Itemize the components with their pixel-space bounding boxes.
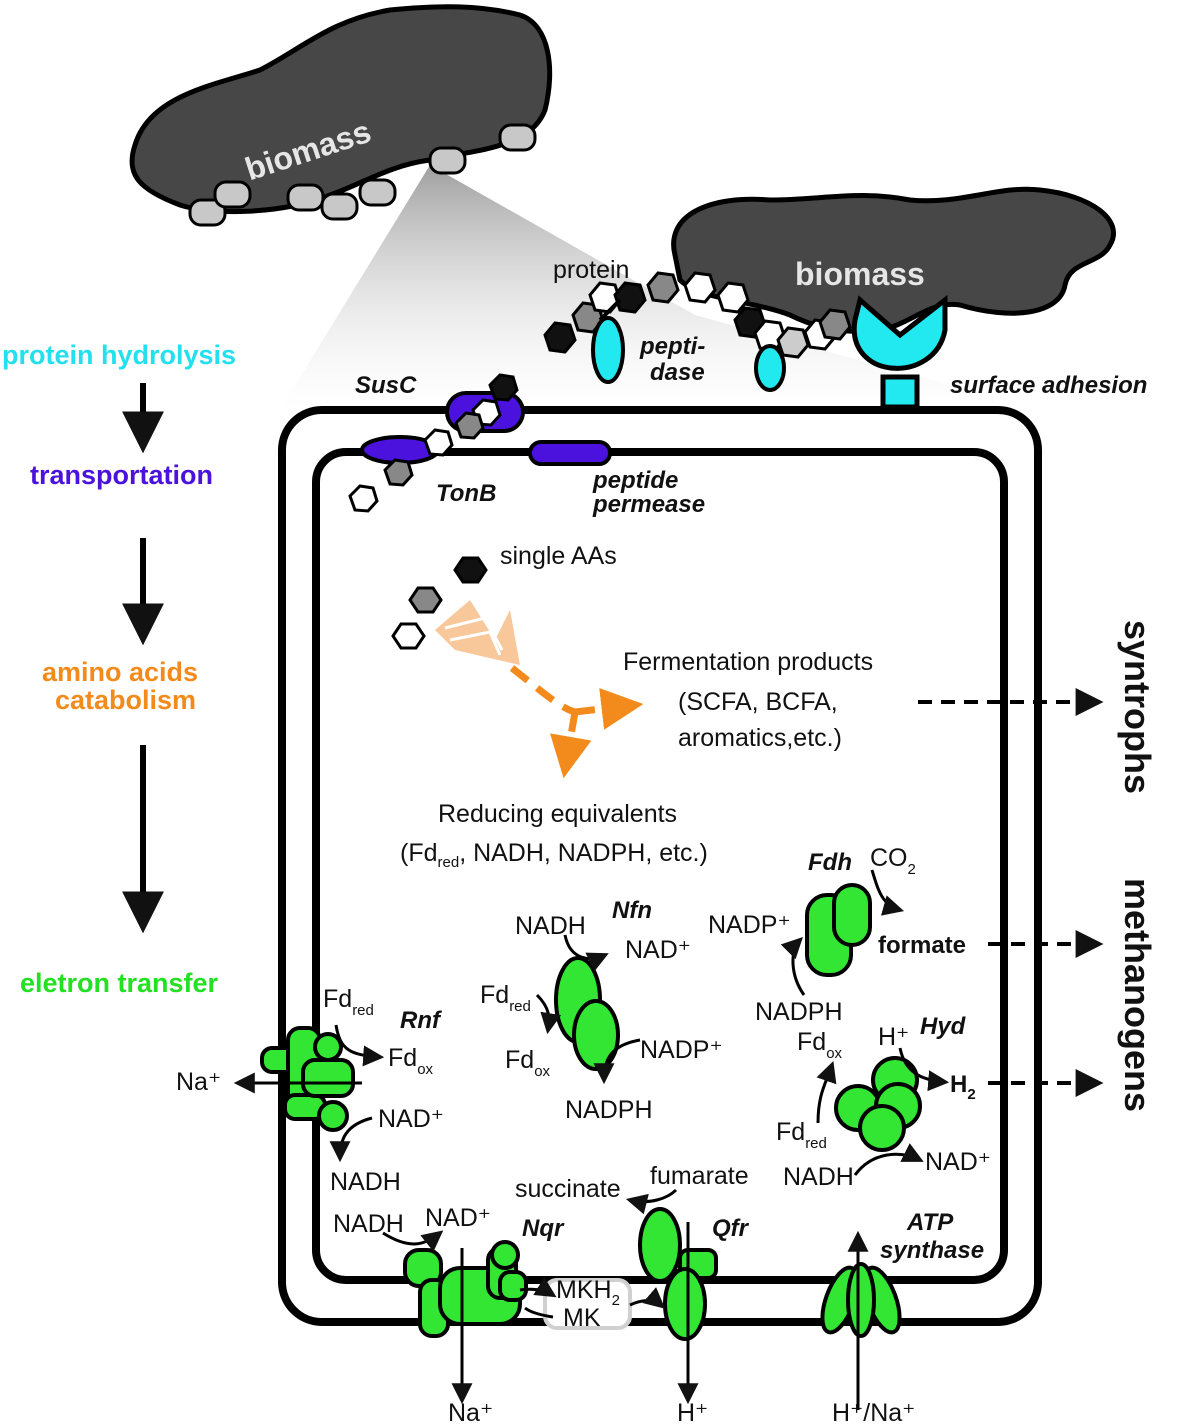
hyd-nadh: NADH [783, 1163, 854, 1191]
nfn-nadp-plus: NADP⁺ [640, 1036, 723, 1064]
process-steps: protein hydrolysis transportation amino … [2, 340, 236, 998]
fdh-co2: CO2 [870, 844, 916, 878]
nfn-nadph: NADPH [565, 1096, 653, 1124]
peptide-permease-label-1: peptide [592, 467, 678, 494]
step-electron-transfer: eletron transfer [20, 968, 219, 998]
methanogens-label: methanogens [1117, 878, 1158, 1112]
step-protein-hydrolysis: protein hydrolysis [2, 340, 236, 370]
fdh-nadp-plus: NADP⁺ [708, 911, 791, 939]
peptidase-enzymes [591, 298, 786, 392]
susc-tonb-transporter [348, 373, 525, 513]
nfn-nadh: NADH [515, 912, 586, 940]
hyd-label: Hyd [920, 1013, 967, 1040]
atp-synthase-label-1: ATP [906, 1209, 954, 1236]
hyd-h2: H2 [950, 1071, 976, 1103]
surface-adhesion-label: surface adhesion [950, 372, 1147, 399]
fdh-nadph: NADPH [755, 998, 843, 1026]
reducing-equivalents-2: (Fdred, NADH, NADPH, etc.) [400, 839, 708, 871]
rnf-complex [233, 1024, 385, 1163]
rnf-fd-ox: Fdox [388, 1044, 434, 1078]
nqr-complex [382, 1230, 557, 1405]
step-aa-catabolism-2: catabolism [55, 685, 196, 715]
fermentation-products-3: aromatics,etc.) [678, 724, 842, 752]
hyd-nad-plus: NAD⁺ [925, 1148, 991, 1176]
protein-label: protein [553, 256, 629, 284]
tonb-label: TonB [436, 480, 496, 507]
nqr-nadh: NADH [333, 1210, 404, 1238]
surface-adhesion-receptor [851, 294, 948, 410]
nqr-label: Nqr [522, 1215, 565, 1242]
atp-synthase [820, 1230, 902, 1410]
peptide-permease-label-2: permease [592, 491, 705, 518]
atp-synthase-ions: H⁺/Na⁺ [832, 1399, 915, 1426]
step-aa-catabolism-1: amino acids [42, 657, 198, 687]
hyd-fd-ox: Fdox [797, 1028, 843, 1062]
fdh-complex [780, 869, 905, 996]
fermentation-products-2: (SCFA, BCFA, [678, 688, 838, 716]
qfr-h-plus: H⁺ [677, 1399, 708, 1426]
mkh2-label: MKH2 [556, 1276, 620, 1309]
single-aas-label: single AAs [500, 542, 617, 570]
hyd-h-plus: H⁺ [878, 1023, 909, 1051]
zoom-cone [280, 165, 1040, 410]
reducing-equivalents-1: Reducing equivalents [438, 800, 677, 828]
nfn-label: Nfn [612, 897, 652, 924]
single-amino-acids [391, 556, 488, 650]
biomass-right: biomass [671, 186, 1116, 334]
biomass-top: biomass [129, 4, 553, 227]
syntrophs-label: syntrophs [1117, 620, 1158, 794]
nfn-fd-ox: Fdox [505, 1046, 551, 1080]
rnf-fd-red: Fdred [323, 985, 374, 1019]
qfr-complex [625, 1188, 718, 1405]
fdh-label: Fdh [808, 849, 852, 876]
fermentation-products-1: Fermentation products [623, 648, 873, 676]
rnf-na-plus: Na⁺ [176, 1068, 221, 1096]
protein-chain [543, 271, 852, 359]
nqr-nad-plus: NAD⁺ [425, 1204, 491, 1232]
hyd-fd-red: Fdred [776, 1118, 827, 1152]
peptide-permease [528, 440, 612, 466]
qfr-label: Qfr [712, 1215, 750, 1242]
hyd-complex [816, 1047, 950, 1176]
rnf-nadh: NADH [330, 1168, 401, 1196]
qfr-succinate: succinate [515, 1175, 621, 1203]
rnf-nad-plus: NAD⁺ [378, 1105, 444, 1133]
rnf-label: Rnf [400, 1007, 442, 1034]
outer-membrane [278, 406, 1042, 1326]
nfn-complex [535, 934, 641, 1085]
step-transportation: transportation [30, 460, 213, 490]
qfr-fumarate: fumarate [650, 1162, 749, 1190]
nfn-fd-red: Fdred [480, 981, 531, 1015]
susc-label: SusC [355, 372, 417, 399]
peptidase-label-2: dase [650, 359, 705, 386]
mk-label: MK [563, 1304, 601, 1332]
fdh-formate: formate [878, 932, 966, 959]
peptidase-label-1: pepti- [639, 333, 705, 360]
nfn-nad-plus: NAD⁺ [625, 936, 691, 964]
catabolism-arrows [435, 600, 644, 779]
atp-synthase-label-2: synthase [880, 1237, 984, 1264]
biomass-right-label: biomass [795, 256, 925, 292]
nqr-na-plus: Na⁺ [448, 1399, 493, 1426]
